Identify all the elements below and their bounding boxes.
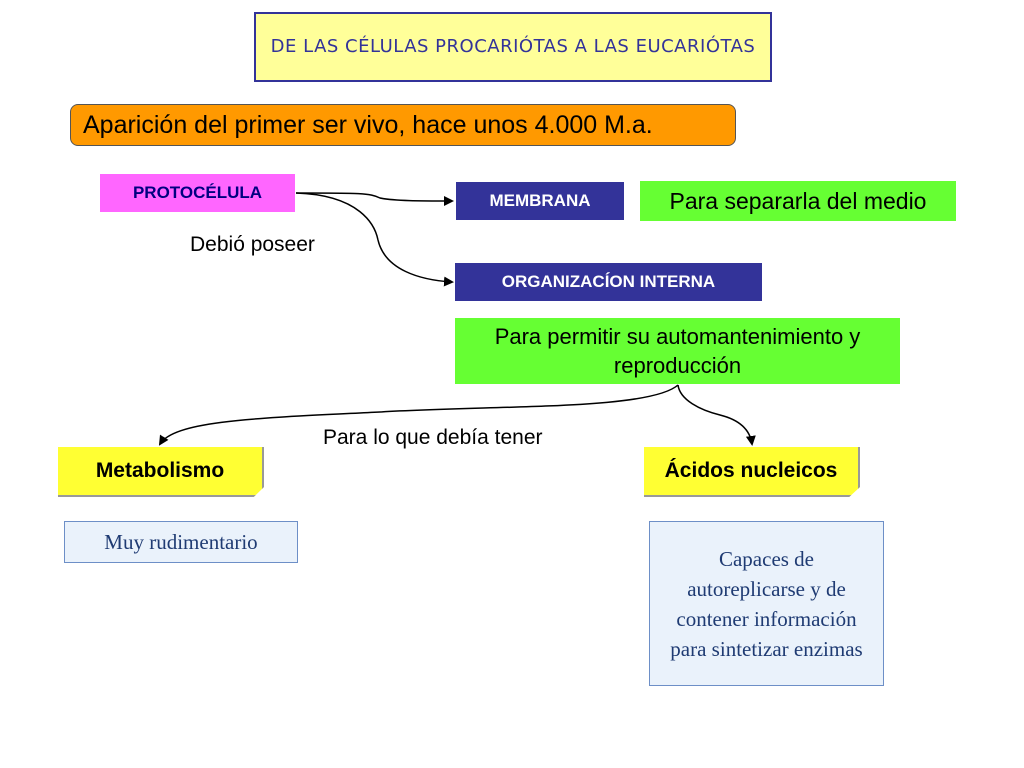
protocell-node: PROTOCÉLULA: [100, 174, 295, 212]
headline-text: Aparición del primer ser vivo, hace unos…: [83, 110, 653, 139]
nucleic-acids-node: Ácidos nucleicos: [644, 447, 860, 497]
rudimentary-note: Muy rudimentario: [64, 521, 298, 563]
internal-organization-label: ORGANIZACÍON INTERNA: [501, 272, 716, 291]
rudimentary-note-text: Muy rudimentario: [104, 529, 258, 554]
replication-note: Capaces de autoreplicarse y de contener …: [649, 521, 884, 686]
metabolism-node: Metabolismo: [58, 447, 264, 497]
nucleic-acids-label: Ácidos nucleicos: [664, 459, 838, 482]
separate-medium-label: Para separarla del medio: [669, 187, 927, 214]
arrow-to-membrane: [295, 192, 454, 206]
separate-medium-node: Para separarla del medio: [640, 181, 956, 221]
diagram-title: DE LAS CÉLULAS PROCARIÓTAS A LAS EUCARIÓ…: [254, 12, 772, 82]
membrane-node: MEMBRANA: [456, 182, 624, 220]
diagram-title-text: DE LAS CÉLULAS PROCARIÓTAS A LAS EUCARIÓ…: [270, 36, 756, 57]
arrow-to-organization: [295, 192, 454, 287]
arrow-to-metabolism: [158, 384, 679, 446]
connector-label-para-lo-que: Para lo que debía tener: [323, 426, 543, 449]
connector-label-debio-poseer: Debió poseer: [190, 233, 315, 256]
self-maintenance-node: Para permitir su automantenimiento y rep…: [455, 318, 900, 384]
protocell-label: PROTOCÉLULA: [132, 183, 263, 202]
self-maintenance-label: Para permitir su automantenimiento y rep…: [494, 324, 861, 378]
arrow-to-nucleic-acids: [677, 384, 756, 446]
metabolism-label: Metabolismo: [95, 459, 225, 482]
headline-box: Aparición del primer ser vivo, hace unos…: [70, 104, 736, 146]
internal-organization-node: ORGANIZACÍON INTERNA: [455, 263, 762, 301]
membrane-label: MEMBRANA: [489, 191, 591, 210]
replication-note-text: Capaces de autoreplicarse y de contener …: [670, 546, 863, 661]
